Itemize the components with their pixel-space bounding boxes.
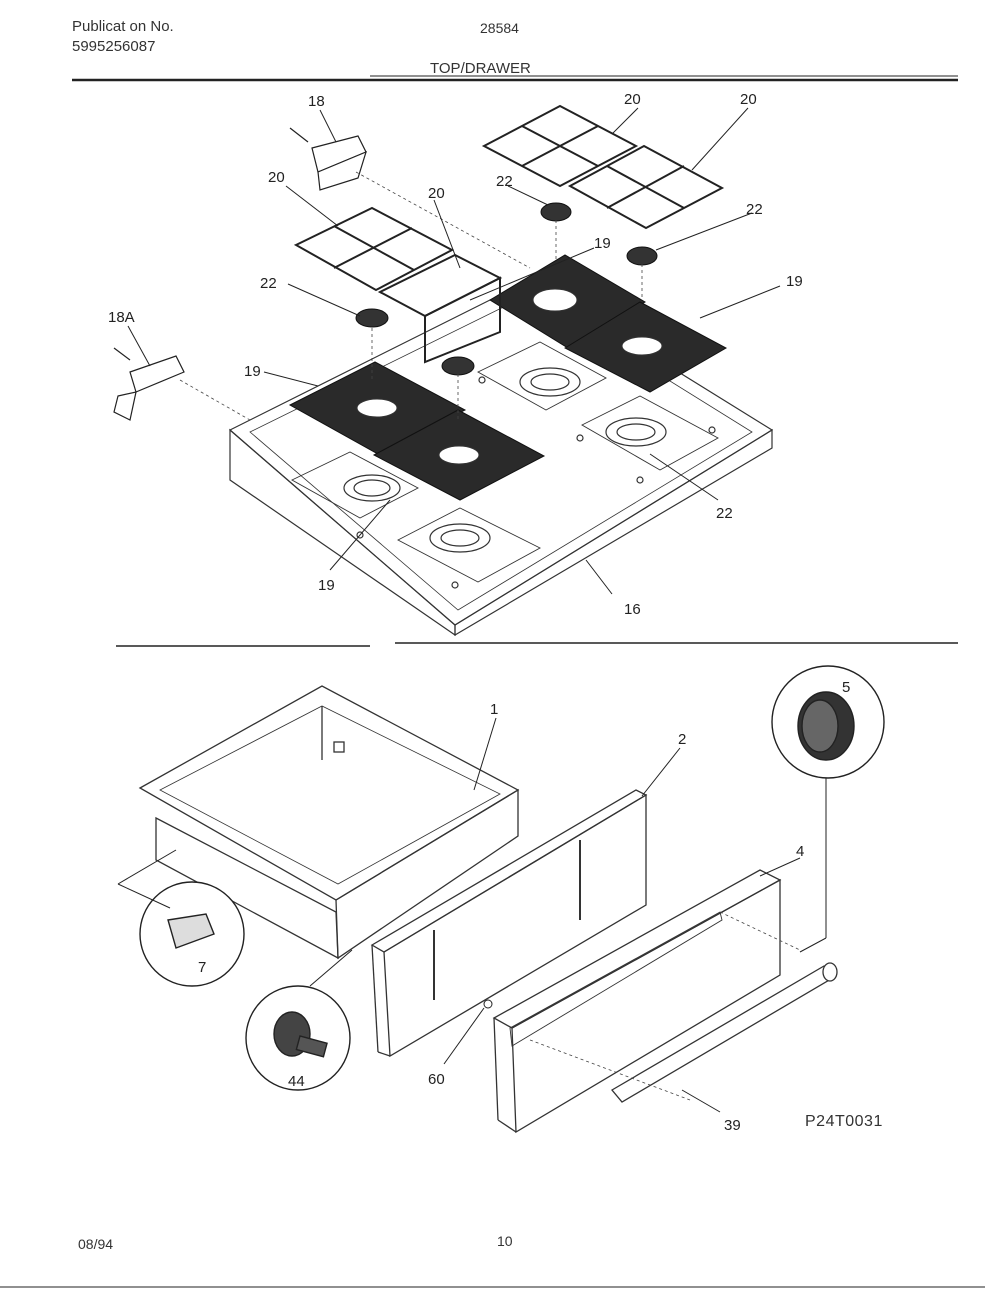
callout-4: 4 [796, 843, 804, 860]
drawer-part-1 [138, 685, 520, 960]
grate-centers [356, 288, 663, 465]
assembly-lines-top [179, 171, 643, 421]
callout-22: 22 [260, 275, 277, 292]
page-number: 10 [497, 1233, 513, 1249]
callout-labels: 18 20 20 20 20 22 22 22 22 19 19 19 19 1… [108, 91, 850, 1134]
callout-20: 20 [740, 91, 757, 108]
callout-22: 22 [746, 201, 763, 218]
callout-22: 22 [496, 173, 513, 190]
callout-22: 22 [716, 505, 733, 522]
side-bracket-part-18 [289, 127, 367, 191]
callout-19: 19 [594, 235, 611, 252]
part-60-screw [483, 999, 493, 1009]
callout-1: 1 [490, 701, 498, 718]
drawer-handle-part-39 [611, 962, 838, 1103]
publication-number: 5995256087 [72, 38, 156, 55]
callout-20: 20 [268, 169, 285, 186]
side-bracket-part-18a [113, 347, 185, 421]
callout-39: 39 [724, 1117, 741, 1134]
callout-2: 2 [678, 731, 686, 748]
callout-19: 19 [244, 363, 261, 380]
callout-18: 18 [308, 93, 325, 110]
detail-circle-part-5 [771, 665, 885, 779]
callout-19: 19 [786, 273, 803, 290]
detail-circle-part-7 [139, 881, 245, 987]
leader-lines [117, 107, 827, 1113]
publication-label: Publicat on No. [72, 18, 174, 35]
footer-date: 08/94 [78, 1236, 114, 1252]
callout-44: 44 [288, 1073, 305, 1090]
drawer-front-part-4 [492, 869, 782, 1134]
callout-20: 20 [624, 91, 641, 108]
callout-18a: 18A [108, 309, 135, 326]
callout-19: 19 [318, 577, 335, 594]
wire-grates-part-20 [293, 104, 725, 364]
header-rules [0, 75, 985, 1288]
assembly-lines-drawer [529, 911, 801, 1101]
figure-code: P24T0031 [805, 1113, 883, 1130]
section-title: TOP/DRAWER [430, 60, 531, 77]
callout-20: 20 [428, 185, 445, 202]
callout-5: 5 [842, 679, 850, 696]
callout-60: 60 [428, 1071, 445, 1088]
model-number: 28584 [480, 20, 519, 36]
callout-7: 7 [198, 959, 206, 976]
cooktop-top-part-16 [228, 279, 774, 637]
detail-circle-part-44 [245, 985, 351, 1091]
burner-caps-part-22 [355, 202, 658, 376]
callout-16: 16 [624, 601, 641, 618]
drawer-back-panel-part-2 [370, 789, 648, 1058]
burner-grates-part-19 [288, 254, 728, 501]
